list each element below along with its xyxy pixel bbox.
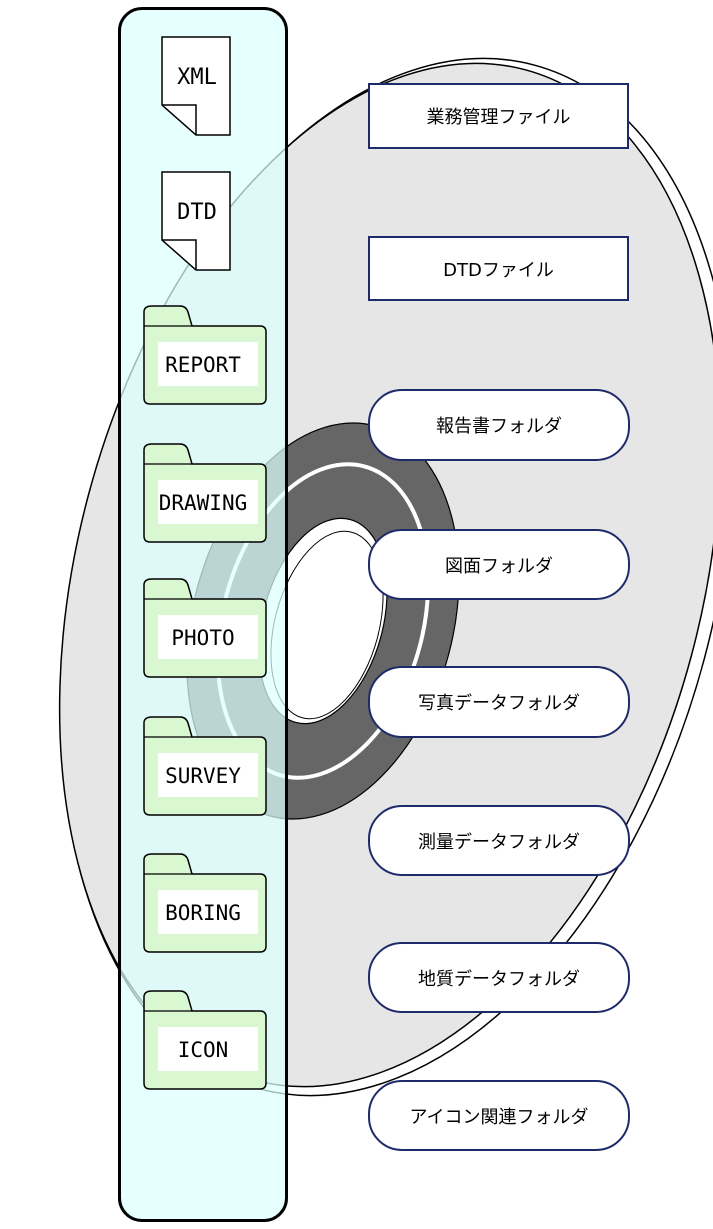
file-description-box: 業務管理ファイル xyxy=(368,83,629,149)
folder-item[interactable]: ICON xyxy=(140,987,270,1097)
folder-description-box: 報告書フォルダ xyxy=(368,389,630,461)
folder-description-box: 地質データフォルダ xyxy=(368,942,630,1013)
file-item[interactable]: XML xyxy=(160,35,290,145)
file-description-box: DTDファイル xyxy=(368,236,629,301)
folder-item[interactable]: SURVEY xyxy=(140,713,270,823)
folder-description-box: 写真データフォルダ xyxy=(368,666,630,738)
document-icon xyxy=(161,171,231,271)
file-item[interactable]: DTD xyxy=(160,170,290,280)
folder-icon xyxy=(143,305,267,405)
folder-description-box: 測量データフォルダ xyxy=(368,805,630,876)
document-icon xyxy=(161,36,231,136)
folder-item[interactable]: REPORT xyxy=(140,302,270,412)
folder-item[interactable]: DRAWING xyxy=(140,440,270,550)
folder-icon xyxy=(143,716,267,816)
folder-icon xyxy=(143,578,267,678)
folder-icon xyxy=(143,990,267,1090)
folder-description-box: アイコン関連フォルダ xyxy=(368,1080,630,1151)
folder-icon xyxy=(143,443,267,543)
folder-item[interactable]: PHOTO xyxy=(140,575,270,685)
folder-icon xyxy=(143,853,267,953)
folder-description-box: 図面フォルダ xyxy=(368,529,630,600)
folder-item[interactable]: BORING xyxy=(140,850,270,960)
